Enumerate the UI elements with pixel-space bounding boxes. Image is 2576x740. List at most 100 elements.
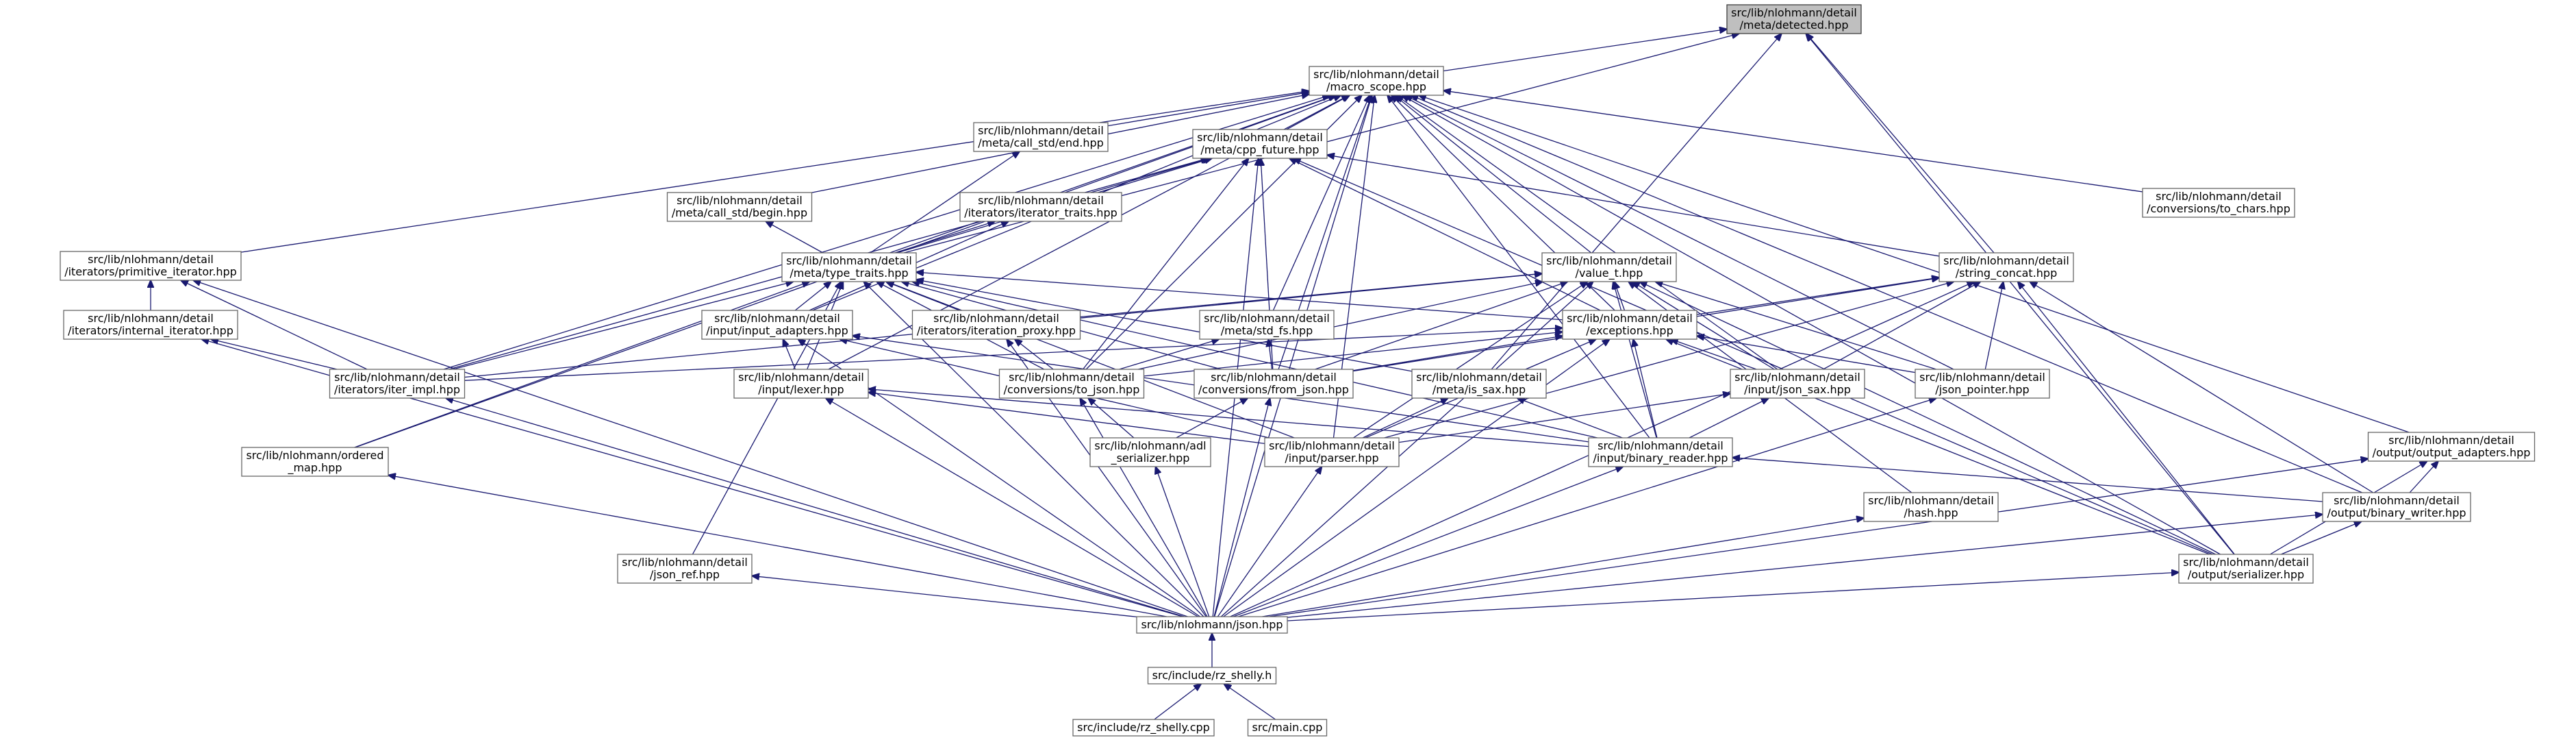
dependency-edge — [453, 282, 794, 370]
graph-node[interactable]: src/lib/nlohmann/adl_serializer.hpp — [1089, 437, 1211, 467]
node-label: /hash.hpp — [1904, 506, 1958, 519]
node-label: /string_concat.hpp — [1956, 267, 2057, 280]
graph-node[interactable]: src/lib/nlohmann/detail/json_pointer.hpp — [1915, 369, 2050, 399]
graph-node[interactable]: src/lib/nlohmann/detail/exceptions.hpp — [1562, 310, 1697, 340]
node-box — [666, 192, 813, 222]
dependency-edge — [1671, 339, 1757, 370]
graph-node[interactable]: src/lib/nlohmann/detail/input/input_adap… — [701, 310, 853, 340]
dependency-edge — [354, 282, 810, 448]
node-box — [911, 310, 1081, 340]
dependency-edge — [912, 282, 1598, 439]
node-box — [60, 251, 242, 281]
graph-node[interactable]: src/lib/nlohmann/detail/macro_scope.hpp — [1309, 66, 1444, 96]
node-label: src/lib/nlohmann/detail — [2183, 556, 2309, 569]
graph-node[interactable]: src/lib/nlohmann/detail/iterators/iter_i… — [329, 369, 466, 399]
node-label: src/lib/nlohmann/detail — [1868, 494, 1994, 507]
node-box — [1915, 369, 2050, 399]
dependency-edge — [783, 339, 796, 370]
dependency-edge — [1443, 29, 1727, 72]
node-label: /meta/call_std/begin.hpp — [672, 206, 807, 220]
dependency-edge — [1088, 398, 1135, 439]
graph-node[interactable]: src/lib/nlohmann/detail/string_concat.hp… — [1939, 252, 2074, 282]
node-box — [329, 369, 466, 399]
graph-node[interactable]: src/lib/nlohmann/detail/conversions/to_j… — [998, 369, 1145, 399]
dependency-edge — [1090, 158, 1210, 193]
graph-node[interactable]: src/lib/nlohmann/detail/meta/cpp_future.… — [1192, 129, 1328, 159]
graph-node[interactable]: src/lib/nlohmann/detail/output/output_ad… — [2367, 432, 2536, 462]
dependency-edge — [388, 475, 1167, 617]
dependency-edge — [1176, 398, 1248, 439]
node-label: src/main.cpp — [1252, 721, 1323, 734]
dependency-edge — [181, 280, 368, 370]
dependency-edge — [1107, 92, 1309, 127]
dependency-edge — [1080, 398, 1208, 617]
node-label: src/lib/nlohmann/detail — [1598, 439, 1723, 452]
node-label: src/lib/nlohmann/detail — [738, 371, 864, 384]
graph-node[interactable]: src/lib/nlohmann/detail/input/binary_rea… — [1588, 437, 1733, 467]
dependency-edge — [1119, 339, 1220, 370]
dependency-edge — [1689, 398, 1769, 439]
dependency-edge — [1655, 282, 1936, 370]
node-label: /input/parser.hpp — [1285, 452, 1378, 465]
graph-node[interactable]: src/lib/nlohmann/detail/conversions/to_c… — [2142, 188, 2295, 218]
dependency-edge — [916, 280, 1413, 372]
graph-node[interactable]: src/lib/nlohmann/detail/output/serialize… — [2178, 554, 2314, 584]
dependency-edge — [826, 398, 1198, 617]
node-box — [2322, 492, 2471, 522]
node-box — [1089, 437, 1211, 467]
graph-node[interactable]: src/lib/nlohmann/json.hpp — [1136, 616, 1288, 634]
node-label: /iterators/iter_impl.hpp — [334, 383, 460, 397]
graph-node[interactable]: src/lib/nlohmann/detail/iterators/intern… — [63, 310, 238, 340]
node-label: src/lib/nlohmann/detail — [1197, 131, 1323, 144]
graph-node[interactable]: src/lib/nlohmann/detail/output/binary_wr… — [2322, 492, 2471, 522]
node-label: src/lib/nlohmann/detail — [1269, 439, 1395, 452]
dependency-edge — [1286, 95, 1350, 130]
graph-node[interactable]: src/lib/nlohmann/detail/iterators/iterat… — [959, 192, 1122, 222]
dependency-edge — [1362, 398, 1448, 439]
graph-node[interactable]: src/lib/nlohmann/detail/value_t.hpp — [1541, 252, 1677, 282]
node-label: /value_t.hpp — [1576, 267, 1643, 280]
node-box — [701, 310, 853, 340]
dependency-edge — [1398, 393, 1730, 443]
graph-node[interactable]: src/lib/nlohmann/detail/conversions/from… — [1194, 369, 1354, 399]
graph-node[interactable]: src/lib/nlohmann/detail/input/lexer.hpp — [733, 369, 869, 399]
graph-node[interactable]: src/lib/nlohmann/ordered_map.hpp — [241, 447, 389, 477]
dependency-edge — [1632, 282, 1775, 370]
node-label: /input/binary_reader.hpp — [1593, 452, 1728, 465]
graph-node[interactable]: src/include/rz_shelly.cpp — [1072, 719, 1215, 737]
graph-node[interactable]: src/lib/nlohmann/detail/input/json_sax.h… — [1730, 369, 1865, 399]
dependency-edge — [1144, 332, 1563, 377]
dependency-edge — [1287, 515, 2323, 618]
dependency-edge — [1806, 34, 1995, 254]
node-label: /json_pointer.hpp — [1935, 383, 2029, 397]
graph-node[interactable]: src/lib/nlohmann/detail/meta/type_traits… — [781, 252, 917, 282]
dependency-edge — [1262, 518, 1864, 617]
node-label: _serializer.hpp — [1111, 452, 1190, 465]
node-box — [2178, 554, 2314, 584]
graph-node[interactable]: src/lib/nlohmann/detail/iterators/primit… — [60, 251, 242, 281]
graph-node[interactable]: src/lib/nlohmann/detail/json_ref.hpp — [617, 554, 753, 584]
graph-node[interactable]: src/lib/nlohmann/detail/meta/call_std/be… — [666, 192, 813, 222]
dependency-edge — [211, 339, 338, 370]
graph-node[interactable]: src/lib/nlohmann/detail/meta/call_std/en… — [973, 122, 1109, 152]
graph-node[interactable]: src/lib/nlohmann/detail/meta/detected.hp… — [1726, 4, 1862, 34]
dependency-edge — [752, 576, 1137, 617]
dependency-edge — [1732, 458, 2323, 502]
graph-node[interactable]: src/main.cpp — [1247, 719, 1328, 737]
graph-node[interactable]: src/lib/nlohmann/detail/input/parser.hpp — [1264, 437, 1400, 467]
node-box — [998, 369, 1145, 399]
dependency-edge — [2030, 282, 2374, 493]
graph-node[interactable]: src/include/rz_shelly.h — [1147, 667, 1277, 684]
dependency-edge — [1268, 339, 1272, 370]
dependency-edge — [887, 282, 1295, 439]
dependency-edge — [1352, 336, 1563, 371]
graph-node[interactable]: src/lib/nlohmann/detail/meta/is_sax.hpp — [1411, 369, 1547, 399]
graph-node[interactable]: src/lib/nlohmann/detail/meta/std_fs.hpp — [1199, 310, 1335, 340]
dependency-edge — [1697, 336, 1916, 373]
graph-node[interactable]: src/lib/nlohmann/detail/iterators/iterat… — [911, 310, 1081, 340]
node-label: src/lib/nlohmann/detail — [677, 194, 803, 207]
graph-node[interactable]: src/lib/nlohmann/detail/hash.hpp — [1863, 492, 1999, 522]
dependency-edge — [1082, 158, 1249, 370]
node-label: src/lib/nlohmann/detail — [1009, 371, 1135, 384]
